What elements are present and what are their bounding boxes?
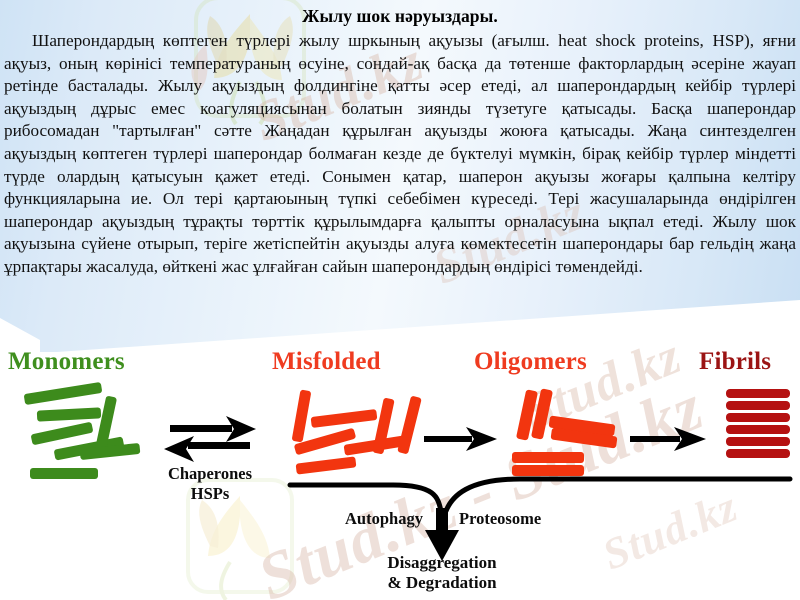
monomer-rod xyxy=(36,407,102,422)
monomer-rod xyxy=(23,381,103,406)
misfolded-rod xyxy=(295,456,357,475)
fibril-rod xyxy=(726,389,790,398)
chaperones-label-line1: Chaperones xyxy=(167,464,253,483)
background-lower-white xyxy=(0,352,800,600)
text-block: Жылу шок нәруыздары. Шаперондардың көпте… xyxy=(0,0,800,279)
chaperones-label-line2: HSPs xyxy=(190,484,230,503)
pathway-label-autophagy: Autophagy xyxy=(345,509,423,528)
protein-aggregation-diagram: Monomers Misfolded Oligomers Fibrils xyxy=(0,348,800,600)
monomer-rod xyxy=(30,468,98,479)
outcome-label: Disaggregation & Degradation xyxy=(342,553,542,593)
stage-label-monomers: Monomers xyxy=(8,348,125,375)
outcome-label-line1: Disaggregation xyxy=(387,553,497,572)
oligomer-rod xyxy=(512,465,584,476)
stage-label-oligomers: Oligomers xyxy=(474,348,587,375)
stage-label-fibrils: Fibrils xyxy=(699,348,772,375)
monomer-rod xyxy=(30,421,94,446)
forward-arrow-icon-1 xyxy=(424,427,497,451)
misfolded-rod xyxy=(397,395,422,455)
misfolded-rod xyxy=(291,389,312,443)
forward-arrow-icon-2 xyxy=(630,427,706,451)
outcome-label-line2: & Degradation xyxy=(387,573,497,592)
fibril-rod xyxy=(726,413,790,422)
fibril-rod xyxy=(726,401,790,410)
pathway-label-proteosome: Proteosome xyxy=(459,509,542,528)
fibril-rod xyxy=(726,449,790,458)
body-paragraph: Шаперондардың көптеген түрлері жылу шркы… xyxy=(4,31,796,276)
fibril-rod xyxy=(726,437,790,446)
oligomer-rod xyxy=(512,452,584,463)
page-title: Жылу шок нәруыздары. xyxy=(302,6,498,26)
reversible-arrow-icon xyxy=(164,416,256,462)
misfolded-rod xyxy=(310,409,378,428)
stage-label-misfolded: Misfolded xyxy=(272,348,381,375)
chaperones-label: Chaperones HSPs xyxy=(130,464,290,504)
background-gradient xyxy=(0,0,800,352)
fibril-rod xyxy=(726,425,790,434)
